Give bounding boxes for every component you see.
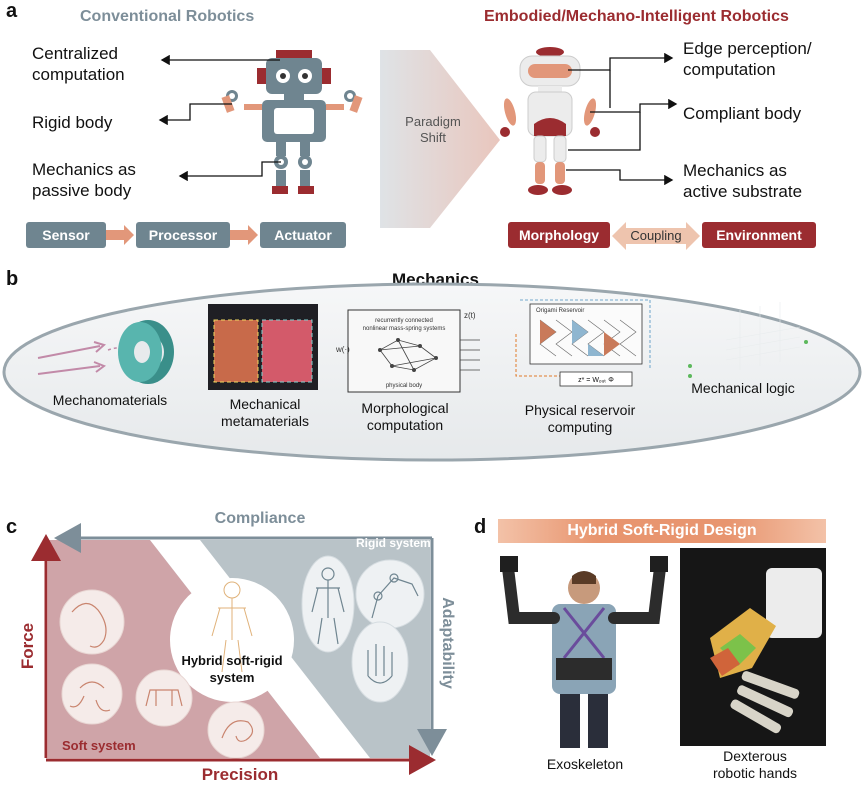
label-centralized: Centralized — [32, 44, 118, 63]
mechanomaterials-illustration — [37, 320, 174, 384]
rigid-hand-circle — [351, 621, 409, 703]
metamaterials-photo — [208, 304, 318, 390]
label-mechanics-active-1: Mechanics as — [683, 161, 787, 180]
morph-top-1: recurrently connected — [375, 318, 433, 324]
label-rigid-body: Rigid body — [32, 113, 113, 132]
metamaterials-label-2: metamaterials — [221, 413, 309, 429]
conventional-robot — [221, 50, 363, 194]
paradigm-shift-label: Paradigm Shift — [393, 114, 473, 146]
rigid-system-label: Rigid system — [356, 536, 431, 550]
panel-c-letter: c — [6, 516, 18, 538]
morphology-box: Morphology — [508, 222, 610, 248]
hands-label-1: Dexterous — [723, 748, 787, 764]
coupling-arrow — [612, 222, 700, 250]
label-mechanics-active-2: active substrate — [683, 182, 803, 201]
reservoir-diagram: Origami Reservoir z* = Wₒᵤₜ Φ — [515, 299, 651, 387]
force-axis-label: Force — [18, 622, 37, 670]
robotic-hand-photo — [680, 548, 826, 746]
environment-box: Environment — [702, 222, 816, 248]
soft-spiral-circle — [207, 701, 265, 759]
morphological-label-1: Morphological — [361, 400, 449, 416]
hybrid-system-label: Hybrid soft-rigid system — [172, 652, 292, 686]
logic-label: Mechanical logic — [691, 380, 795, 396]
hybrid-design-banner: Hybrid Soft-Rigid Design — [498, 519, 826, 543]
rigid-arm-circle — [355, 559, 425, 629]
conventional-title: Conventional Robotics — [80, 8, 255, 25]
coupling-label: Coupling — [630, 228, 682, 243]
soft-system-label: Soft system — [62, 738, 136, 753]
panel-a-graphics — [106, 47, 700, 250]
hands-label-2: robotic hands — [712, 765, 798, 781]
panel-a-letter: a — [6, 0, 18, 22]
compliance-axis-label: Compliance — [214, 510, 306, 527]
actuator-box: Actuator — [260, 222, 346, 248]
paradigm-shift-arrow — [380, 50, 500, 228]
embodied-title: Embodied/Mechano-Intelligent Robotics — [484, 8, 789, 25]
exoskeleton-label: Exoskeleton — [546, 756, 624, 772]
mechanomaterials-label: Mechanomaterials — [52, 392, 168, 408]
soft-worm-circle — [59, 589, 125, 655]
human-figure — [211, 581, 253, 673]
soft-tube-circle — [135, 669, 193, 727]
label-mechanics-passive-2: passive body — [32, 181, 132, 200]
reservoir-header: Origami Reservoir — [536, 308, 584, 314]
panel-d-letter: d — [474, 516, 487, 538]
morph-bottom: physical body — [386, 383, 422, 389]
panel-c-graphics — [31, 523, 447, 775]
label-edge-computation: computation — [683, 60, 776, 79]
panel-b-graphics: recurrently connected nonlinear mass-spr… — [2, 282, 862, 462]
metamaterials-label-1: Mechanical — [229, 396, 301, 412]
mechanical-logic-illustration — [688, 302, 808, 378]
morphological-label-2: computation — [366, 417, 444, 433]
exoskeleton-caption: Exoskeleton — [530, 756, 640, 773]
exoskeleton-photo — [494, 548, 674, 748]
morph-input: w(·) — [335, 345, 350, 354]
hybrid-label-2: system — [209, 670, 255, 685]
panel-b-letter: b — [6, 268, 19, 290]
label-mechanics-passive-1: Mechanics as — [32, 160, 136, 179]
embodied-robot — [500, 47, 600, 195]
label-computation: computation — [32, 65, 125, 84]
shift-word: Shift — [419, 130, 446, 145]
reservoir-label-2: computing — [547, 419, 613, 435]
morphological-computation-diagram: recurrently connected nonlinear mass-spr… — [335, 309, 480, 393]
label-compliant-body: Compliant body — [683, 104, 802, 123]
precision-axis-label: Precision — [201, 765, 279, 784]
sensor-box: Sensor — [26, 222, 106, 248]
hybrid-label-1: Hybrid soft-rigid — [181, 653, 283, 668]
label-edge-perception: Edge perception/ — [683, 39, 812, 58]
morph-top-2: nonlinear mass-spring systems — [363, 326, 446, 332]
morph-output: z(t) — [464, 311, 476, 320]
adaptability-axis-label: Adaptability — [439, 597, 456, 689]
logic-caption: Mechanical logic — [678, 380, 808, 397]
reservoir-label-1: Physical reservoir — [524, 402, 636, 418]
paradigm-word: Paradigm — [405, 114, 461, 129]
soft-octopus-circle — [61, 663, 123, 725]
reservoir-equation: z* = Wₒᵤₜ Φ — [578, 377, 614, 384]
processor-box: Processor — [136, 222, 230, 248]
mechanomaterials-caption: Mechanomaterials — [40, 392, 180, 409]
